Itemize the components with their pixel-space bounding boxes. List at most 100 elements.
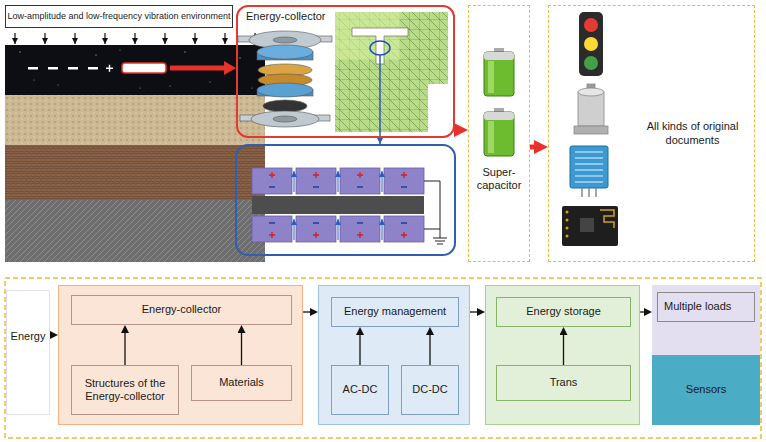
load-arrows xyxy=(224,33,225,44)
harvester-device xyxy=(238,31,332,127)
node-label: AC-DC xyxy=(343,383,378,396)
piezo-panel xyxy=(294,171,382,240)
accelerometer-icon xyxy=(578,88,604,96)
piezo-panel xyxy=(236,145,455,255)
road-section xyxy=(5,200,265,262)
fem-mesh xyxy=(335,12,448,132)
road-section xyxy=(5,95,265,145)
harvester-device xyxy=(257,83,313,97)
traffic-light-icon xyxy=(584,18,598,32)
supercapacitor-icon xyxy=(488,61,494,93)
road-section xyxy=(88,67,98,70)
connector-arrow xyxy=(50,334,55,335)
piezo-panel xyxy=(294,171,295,192)
supercapacitor-icon xyxy=(484,52,514,60)
traffic-light-icon xyxy=(584,56,598,70)
radio-board-icon xyxy=(562,206,618,246)
humidity-sensor-icon xyxy=(575,152,603,182)
piezo-panel xyxy=(382,219,383,240)
fem-mesh xyxy=(335,12,448,144)
radio-board-icon xyxy=(566,211,569,238)
panel-box: Energy-collector xyxy=(236,5,455,138)
road-section xyxy=(5,45,265,262)
radio-board-icon xyxy=(580,218,594,232)
road-section xyxy=(19,51,20,52)
process-box: Energy management xyxy=(331,297,459,327)
node-label: Super-capacitor xyxy=(472,166,526,192)
road-section xyxy=(57,84,58,85)
process-box: DC-DC xyxy=(401,365,459,415)
road-section xyxy=(5,45,265,95)
load-panel: All kinds of original documents xyxy=(548,5,755,262)
harvester-device xyxy=(273,116,297,122)
accelerometer-icon xyxy=(574,84,608,134)
piezo-panel xyxy=(382,171,383,192)
caption-box: Low-amplitude and low-frequency vibratio… xyxy=(5,5,233,28)
radio-board-icon xyxy=(566,211,569,214)
transfer-arrow xyxy=(170,66,226,71)
load-arrows xyxy=(194,33,195,44)
piezo-panel xyxy=(269,187,407,223)
road-section xyxy=(28,67,38,70)
system-frame xyxy=(5,278,761,438)
load-arrows xyxy=(164,33,165,44)
node-label: DC-DC xyxy=(412,383,447,396)
piezo-panel xyxy=(296,216,336,242)
road-section xyxy=(119,49,120,50)
road-section xyxy=(139,87,140,88)
traffic-light-icon xyxy=(584,37,598,51)
piezo-panel xyxy=(252,168,424,242)
node-label: Materials xyxy=(219,376,264,389)
piezo-panel xyxy=(294,219,295,240)
connector-arrow xyxy=(124,328,125,365)
road-section xyxy=(184,51,185,52)
humidity-sensor-icon xyxy=(570,146,608,188)
connector-arrow xyxy=(640,311,649,312)
storage-panel: Super-capacitor xyxy=(468,5,530,262)
road-section xyxy=(68,67,78,70)
fem-mesh xyxy=(379,55,381,144)
radio-board-icon xyxy=(566,219,569,222)
supercapacitor-icon xyxy=(484,48,514,156)
supercapacitor-icon xyxy=(484,112,514,120)
piezo-panel xyxy=(340,168,380,194)
fem-mesh xyxy=(335,12,448,132)
load-arrows xyxy=(44,33,45,44)
node-label: Energy-collector xyxy=(142,303,221,316)
process-box: Materials xyxy=(191,365,292,401)
piezo-panel xyxy=(424,181,440,238)
connector-arrow xyxy=(359,330,360,365)
sensor-band: Sensors xyxy=(652,355,760,425)
road-section xyxy=(209,81,210,82)
flow-arrow xyxy=(455,128,461,133)
radio-board-icon xyxy=(566,235,569,238)
traffic-light-icon xyxy=(579,12,603,76)
piezo-panel xyxy=(338,219,339,240)
process-box: Energy-collector xyxy=(71,295,292,325)
node-label: Sensors xyxy=(686,383,726,396)
stage-group: Energy storageTrans xyxy=(485,285,640,425)
supercapacitor-icon xyxy=(488,121,494,153)
road-section xyxy=(106,65,113,72)
source-box: Energy xyxy=(6,290,50,415)
harvester-device xyxy=(251,111,319,127)
node-label: Energy-collector xyxy=(246,10,325,23)
road-section xyxy=(19,49,252,88)
connector-arrow xyxy=(303,311,315,312)
road-section xyxy=(169,85,170,86)
piezo-panel xyxy=(252,216,292,242)
process-box: Energy storage xyxy=(496,297,631,327)
road-section xyxy=(28,67,98,70)
process-box: Structures of the Energy-collector xyxy=(71,365,179,415)
node-label: Multiple loads xyxy=(664,300,731,313)
piezo-panel xyxy=(252,196,424,214)
supercapacitor-icon xyxy=(484,52,514,96)
connector-arrow xyxy=(429,330,430,365)
load-arrows xyxy=(14,33,15,44)
radio-board-icon xyxy=(600,210,614,228)
load-arrows xyxy=(104,33,105,44)
process-box: Multiple loads xyxy=(657,292,755,322)
transfer-arrow xyxy=(170,61,236,75)
node-label: Structures of the Energy-collector xyxy=(76,377,174,403)
road-section xyxy=(122,63,166,73)
